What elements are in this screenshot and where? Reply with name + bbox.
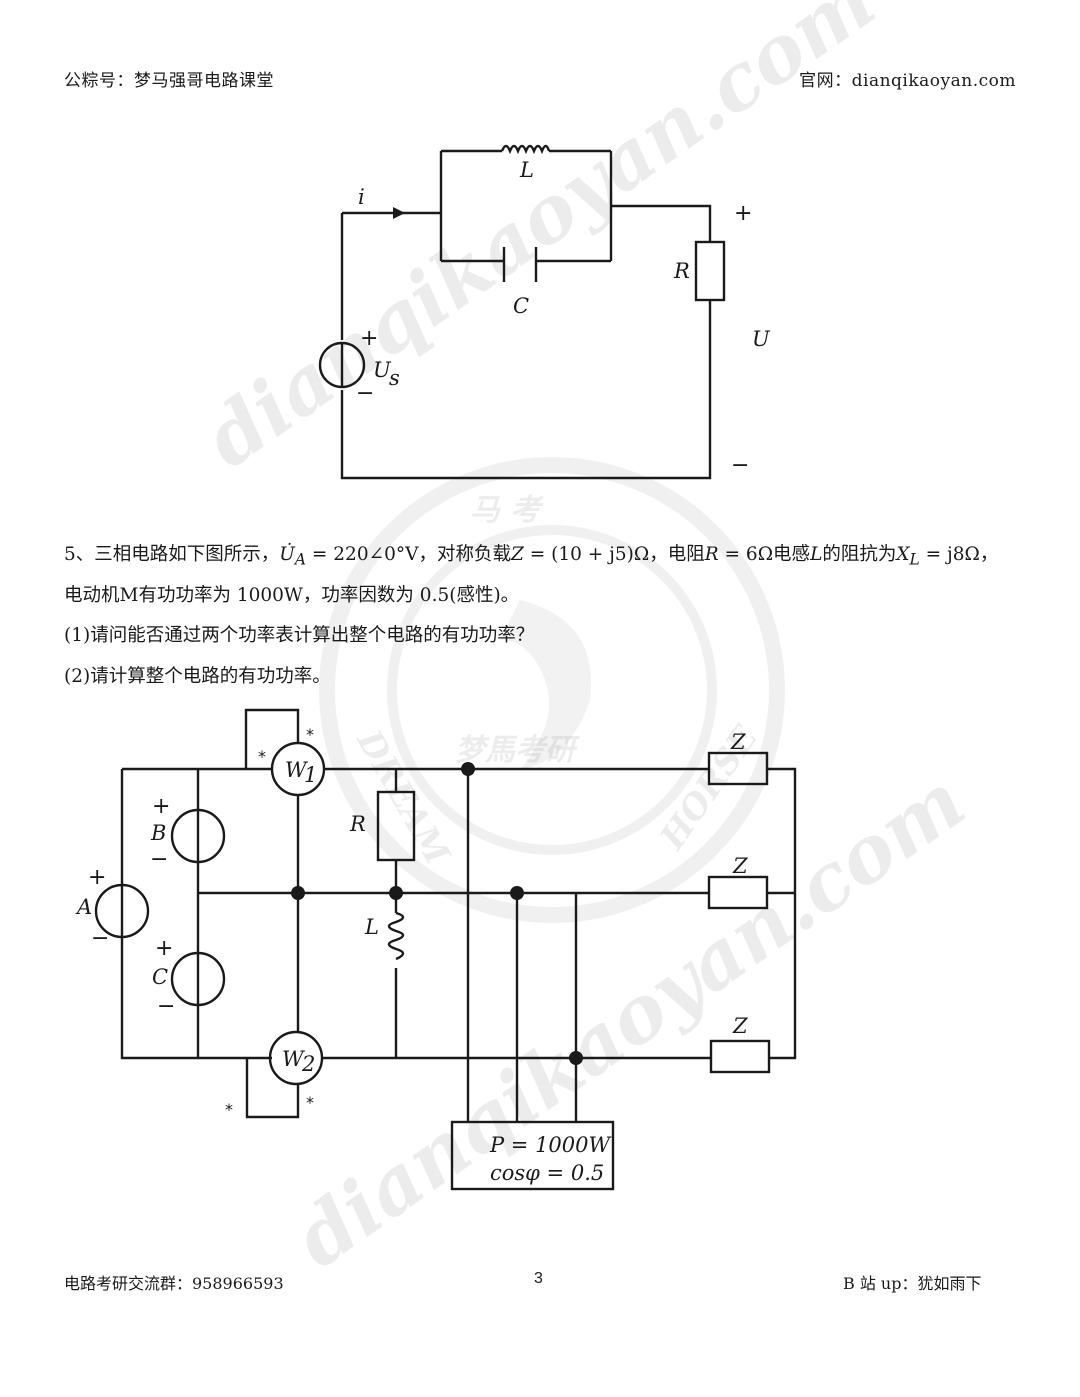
question-1: (1)请问能否通过两个功率表计算出整个电路的有功功率？ <box>64 625 535 646</box>
wattmeter-1-star-voltage: * <box>306 725 314 744</box>
ua-sub: A <box>294 550 307 569</box>
resistor-text: 电阻 <box>667 544 705 565</box>
page-number: 3 <box>534 1270 543 1287</box>
header-right-website: 官网：dianqikaoyan.com <box>799 71 1016 91</box>
load-z-3-icon <box>709 1039 771 1074</box>
source-b-label: B <box>150 821 166 845</box>
motor-box <box>450 1120 615 1191</box>
source-a-minus: − <box>91 926 109 951</box>
resistor-label: R <box>349 812 366 836</box>
watermark-logo-top: 马 考 <box>470 493 544 528</box>
x-value: = j8Ω， <box>919 544 999 565</box>
footer-bilibili: B 站 up：犹如雨下 <box>843 1274 982 1293</box>
inductor-label: L <box>519 158 534 182</box>
inductor-text: 电感 <box>773 544 811 565</box>
footer-group-number: 电路考研交流群：958966593 <box>64 1274 284 1293</box>
wattmeter-2-star-voltage: * <box>306 1093 314 1112</box>
wattmeter-1-sub: 1 <box>304 763 317 787</box>
resistor-icon <box>694 240 726 302</box>
source-a-label: A <box>75 895 92 919</box>
output-voltage-label: U <box>752 327 771 351</box>
motor-pf-label: cosφ = 0.5 <box>490 1161 604 1185</box>
source-label: U <box>373 358 392 382</box>
circuit-2: + A − + B − + C − W 1 * * W 2 * * R L Z … <box>75 708 797 1191</box>
source-b-minus: − <box>150 847 168 872</box>
ua-symbol: U̇ <box>279 544 295 565</box>
circuit-1: i L C R + U s − + U − <box>318 144 771 480</box>
inductor-icon <box>387 911 405 961</box>
r-value: = 6Ω <box>718 544 774 565</box>
source-c-minus: − <box>157 994 175 1019</box>
header-left-wechat: 公粽号：梦马强哥电路课堂 <box>64 71 274 91</box>
z-symbol: Z <box>511 544 524 565</box>
wattmeter-2-sub: 2 <box>301 1052 315 1076</box>
inductor-label: L <box>364 915 379 939</box>
source-c-label: C <box>152 965 168 989</box>
source-a-plus: + <box>88 865 106 890</box>
load-z-2-label: Z <box>732 854 748 878</box>
load-z-3-label: Z <box>732 1014 748 1038</box>
watermark-logo: 马 考 梦馬考研 DREAM HORSE <box>319 457 785 923</box>
inductor-icon <box>500 144 551 155</box>
problem-statement-line1: 5、三相电路如下图所示，U̇A = 220∠0°V，对称负载Z = (10 + … <box>64 544 999 569</box>
motor-power-label: P = 1000W <box>489 1133 613 1157</box>
problem-prefix: 5、三相电路如下图所示， <box>64 544 280 565</box>
x-sub: L <box>909 550 920 569</box>
resistor-label: R <box>673 259 690 283</box>
r-symbol: R <box>704 544 719 565</box>
xl-text: 的阻抗为 <box>822 544 897 565</box>
watermark-text-top: dianqikaoyan.com <box>189 0 892 486</box>
source-minus: − <box>356 381 374 406</box>
load-text: 对称负载 <box>436 544 511 565</box>
wattmeter-1-star-current: * <box>258 747 266 766</box>
source-c-plus: + <box>155 936 173 961</box>
load-z-1-label: Z <box>730 730 746 754</box>
resistor-icon <box>376 790 416 862</box>
current-label: i <box>358 185 365 209</box>
x-symbol: X <box>896 544 910 565</box>
capacitor-label: C <box>513 294 529 318</box>
wattmeter-2-label: W <box>282 1047 306 1071</box>
l-symbol: L <box>810 544 823 565</box>
ua-value: = 220∠0°V， <box>306 544 437 565</box>
problem-statement-line2: 电动机M有功功率为 1000W，功率因数为 0.5(感性)。 <box>64 585 520 606</box>
source-b-plus: + <box>152 794 170 819</box>
question-2: (2)请计算整个电路的有功功率。 <box>64 666 331 687</box>
wattmeter-2-star-current: * <box>225 1100 233 1119</box>
capacitor-icon <box>502 247 538 282</box>
output-plus: + <box>734 201 752 226</box>
source-plus: + <box>360 326 378 351</box>
current-arrow-icon <box>393 207 405 219</box>
z-value: = (10 + j5)Ω， <box>523 544 668 565</box>
wattmeter-1-label: W <box>285 758 309 782</box>
output-minus: − <box>731 453 749 478</box>
watermark-logo-bottom: 梦馬考研 <box>455 733 580 768</box>
source-label-sub: s <box>389 366 400 390</box>
